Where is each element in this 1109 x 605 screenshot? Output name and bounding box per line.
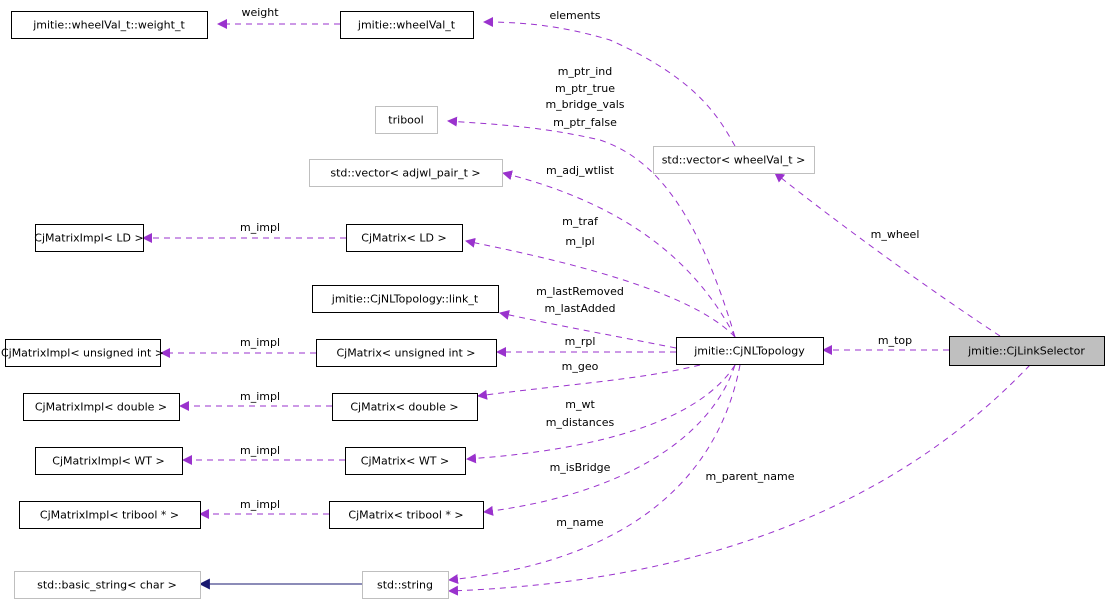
class-node-impl-wt[interactable]: CjMatrixImpl< WT > [35,447,183,475]
class-node-impl-uint[interactable]: CjMatrixImpl< unsigned int > [1,339,164,367]
node-label: jmitie::wheelVal_t [357,19,456,32]
edge-label: weight [241,6,279,19]
edge-label: m_top [878,334,912,347]
usage-edge-topology-to-mat_tb [483,364,736,516]
class-node-vec-adj: std::vector< adjwl_pair_t > [309,159,503,187]
edge-label: m_distances [546,416,615,429]
node-label: CjMatrixImpl< LD > [34,232,143,245]
class-node-mat-ld[interactable]: CjMatrix< LD > [346,224,463,252]
edge-label: m_impl [240,498,280,511]
edge-label: m_lastAdded [544,302,615,315]
edges-layer [142,17,1031,596]
edge-label: m_geo [562,360,599,373]
edge-label: m_parent_name [706,470,795,483]
edge-label: m_ptr_false [553,116,617,129]
node-label: CjMatrix< unsigned int > [336,347,475,360]
node-label: jmitie::CjNLTopology [693,345,805,358]
node-box [676,337,824,365]
class-node-mat-uint[interactable]: CjMatrix< unsigned int > [316,339,497,367]
edge-label: m_ptr_ind [558,65,613,78]
edge-label: m_adj_wtlist [546,164,615,177]
node-box [19,501,201,529]
class-node-tribool: tribool [375,106,438,134]
node-box [14,571,201,599]
usage-edge-topology-to-vec_adj [502,170,736,338]
node-box [312,285,499,313]
class-node-vec-wheel: std::vector< wheelVal_t > [653,146,815,174]
node-box [329,501,484,529]
edge-label: elements [549,9,600,22]
node-label: CjMatrixImpl< tribool * > [40,509,179,522]
class-node-impl-tb[interactable]: CjMatrixImpl< tribool * > [19,501,201,529]
node-label: CjMatrix< LD > [361,232,446,245]
node-box [23,393,180,421]
edge-label: m_rpl [565,335,596,348]
nodes-layer: jmitie::wheelVal_t::weight_t jmitie::whee… [1,11,1105,599]
node-box [346,224,463,252]
class-node-weight-t[interactable]: jmitie::wheelVal_t::weight_t [11,11,208,39]
edge-label: m_lastRemoved [536,285,624,298]
class-node-mat-tb[interactable]: CjMatrix< tribool * > [329,501,484,529]
class-node-mat-double[interactable]: CjMatrix< double > [332,393,478,421]
node-box [340,11,474,39]
node-label: jmitie::CjNLTopology::link_t [331,293,479,306]
node-label: CjMatrixImpl< WT > [52,455,164,468]
edge-label: m_lpl [565,235,594,248]
node-box [35,224,144,252]
edge-labels-layer: weight elements m_ptr_ind m_ptr_true m_bridg… [240,6,919,529]
edge-label: m_isBridge [550,461,611,474]
class-node-impl-ld[interactable]: CjMatrixImpl< LD > [34,224,144,252]
usage-edge-topology-to-link_t [499,310,677,349]
edge-label: m_wheel [871,228,920,241]
usage-edge-selector-to-vec_wheel [774,172,1001,337]
class-node-selector[interactable]: jmitie::CjLinkSelector [949,336,1105,366]
edge-label: m_name [556,516,604,529]
node-label: CjMatrix< WT > [361,455,449,468]
node-label: CjMatrixImpl< double > [35,401,167,414]
node-box [949,336,1105,366]
edge-label: m_impl [240,221,280,234]
node-label: std::vector< adjwl_pair_t > [330,167,480,180]
class-node-string: std::string [362,571,449,599]
node-box [316,339,497,367]
node-box [35,447,183,475]
edge-label: m_bridge_vals [545,98,624,111]
node-box [345,447,466,475]
edge-label: m_impl [240,390,280,403]
node-label: jmitie::CjLinkSelector [967,345,1085,358]
edge-label: m_ptr_true [555,82,615,95]
usage-edge-topology-to-mat_ld [465,237,736,338]
edge-label: m_impl [240,336,280,349]
node-box [653,146,815,174]
class-node-topology[interactable]: jmitie::CjNLTopology [676,337,824,365]
node-box [11,11,208,39]
node-label: std::vector< wheelVal_t > [662,154,806,167]
node-box [5,339,161,367]
edge-label: m_impl [240,444,280,457]
node-box [309,159,503,187]
node-label: jmitie::wheelVal_t::weight_t [32,19,185,32]
edge-label: m_wt [565,398,595,411]
node-label: CjMatrix< tribool * > [348,509,463,522]
node-box [375,106,438,134]
class-node-basic-string: std::basic_string< char > [14,571,201,599]
node-box [362,571,449,599]
node-label: CjMatrix< double > [350,401,458,414]
node-label: std::string [377,579,433,592]
node-box [332,393,478,421]
class-node-mat-wt[interactable]: CjMatrix< WT > [345,447,466,475]
node-label: std::basic_string< char > [37,579,177,592]
usage-edge-topology-to-mat_wt [466,364,736,464]
node-label: tribool [388,114,423,127]
node-label: CjMatrixImpl< unsigned int > [1,347,164,360]
usage-edge-topology-to-mat_double [477,364,701,400]
usage-edge-vec_wheel-to-wheelVal_t [483,17,736,147]
class-node-link-t[interactable]: jmitie::CjNLTopology::link_t [312,285,499,313]
edge-label: m_traf [562,215,599,228]
class-node-wheelVal-t[interactable]: jmitie::wheelVal_t [340,11,474,39]
class-node-impl-double[interactable]: CjMatrixImpl< double > [23,393,180,421]
usage-edge-topology-to-tribool [447,116,736,338]
